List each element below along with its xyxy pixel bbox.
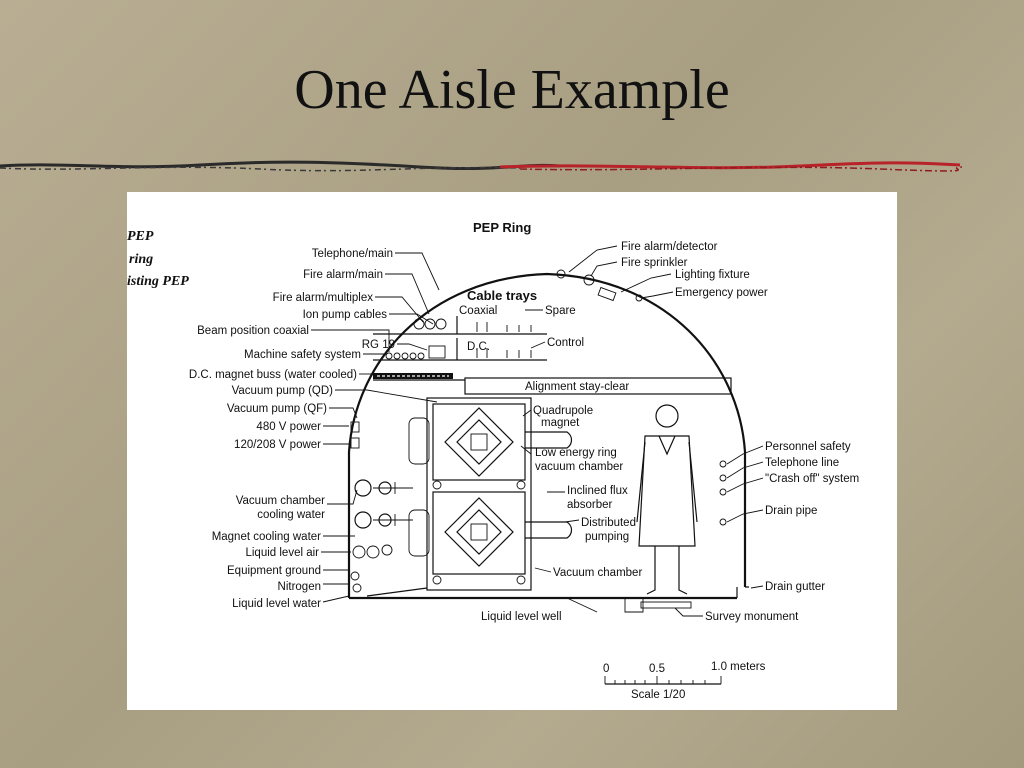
label-ion-pump-cables: Ion pump cables: [303, 309, 388, 321]
label-telephone-line: Telephone line: [765, 457, 839, 469]
label-coaxial: Coaxial: [459, 305, 497, 317]
label-vacuum-chamber: Vacuum chamber: [236, 495, 325, 507]
label-magnet-cooling-water: Magnet cooling water: [212, 531, 321, 543]
label-dc-magnet-buss: D.C. magnet buss (water cooled): [189, 369, 357, 381]
label-magnet: magnet: [541, 417, 580, 429]
label-lighting-fixture: Lighting fixture: [675, 269, 750, 281]
label-machine-safety-system: Machine safety system: [244, 349, 361, 361]
label-fire-alarm-detector: Fire alarm/detector: [621, 241, 718, 253]
label-liquid-level-well: Liquid level well: [481, 611, 562, 623]
label-equipment-ground: Equipment ground: [227, 565, 321, 577]
scale-tick-end: 1.0 meters: [711, 661, 766, 673]
tunnel-cross-section-diagram: 0 0.5 1.0 meters Scale 1/20 PEP Ring PEP…: [127, 220, 859, 701]
decorative-divider: [0, 160, 963, 172]
label-drain-gutter: Drain gutter: [765, 581, 825, 593]
label-quadrupole: Quadrupole: [533, 405, 593, 417]
quadrupole-magnet-assembly: [408, 397, 573, 591]
wall-piping: [350, 421, 428, 597]
label-cooling-water: cooling water: [257, 509, 325, 521]
left-labels: Telephone/main Fire alarm/main Fire alar…: [189, 248, 395, 610]
right-wall-fixtures: [719, 460, 727, 526]
label-low-energy-vacuum-chamber: vacuum chamber: [535, 461, 623, 473]
label-dc: D.C.: [467, 341, 490, 353]
corner-text-2: ring: [129, 252, 153, 267]
label-emergency-power: Emergency power: [675, 287, 768, 299]
label-nitrogen: Nitrogen: [278, 581, 321, 593]
figure-title: PEP Ring: [473, 220, 531, 235]
label-survey-monument: Survey monument: [705, 611, 799, 623]
scale-tick-0: 0: [603, 663, 609, 675]
label-drain-pipe: Drain pipe: [765, 505, 817, 517]
label-fire-alarm-main: Fire alarm/main: [303, 269, 383, 281]
label-fire-sprinkler: Fire sprinkler: [621, 257, 688, 269]
alignment-stay-clear-box: [464, 377, 732, 395]
label-cable-trays: Cable trays: [467, 288, 537, 303]
label-absorber: absorber: [567, 499, 613, 511]
label-beam-position-coaxial: Beam position coaxial: [197, 325, 309, 337]
label-liquid-level-air: Liquid level air: [245, 547, 319, 559]
scale-tick-mid: 0.5: [649, 663, 665, 675]
label-vacuum-chamber-inner: Vacuum chamber: [553, 567, 642, 579]
ceiling-fixtures: [556, 269, 643, 302]
scale-bar: 0 0.5 1.0 meters Scale 1/20: [603, 661, 766, 701]
corner-text-1: PEP: [127, 229, 154, 244]
label-personnel-safety: Personnel safety: [765, 441, 851, 453]
scale-caption: Scale 1/20: [631, 689, 685, 701]
cable-trays: [373, 316, 547, 381]
label-rg-19: RG 19: [362, 339, 395, 351]
label-low-energy-ring: Low energy ring: [535, 447, 617, 459]
diagram-figure: 0 0.5 1.0 meters Scale 1/20 PEP Ring PEP…: [127, 192, 897, 710]
label-pumping: pumping: [585, 531, 629, 543]
label-liquid-level-water: Liquid level water: [232, 598, 321, 610]
tunnel-wall: [347, 272, 747, 598]
label-480v-power: 480 V power: [256, 421, 321, 433]
label-inclined-flux: Inclined flux: [567, 485, 628, 497]
person-figure: [636, 404, 698, 609]
label-120-208v-power: 120/208 V power: [234, 439, 321, 451]
corner-text-3: isting PEP: [127, 274, 189, 289]
label-crash-off-system: "Crash off" system: [765, 473, 859, 485]
label-distributed: Distributed: [581, 517, 636, 529]
label-telephone-main: Telephone/main: [312, 248, 393, 260]
label-fire-alarm-multiplex: Fire alarm/multiplex: [273, 292, 374, 304]
label-vacuum-pump-qf: Vacuum pump (QF): [227, 403, 327, 415]
label-alignment-stay-clear: Alignment stay-clear: [525, 381, 629, 393]
slide-title: One Aisle Example: [294, 59, 730, 121]
leader-lines: [311, 245, 764, 617]
label-control: Control: [547, 337, 584, 349]
label-spare: Spare: [545, 305, 576, 317]
label-vacuum-pump-qd: Vacuum pump (QD): [232, 385, 334, 397]
